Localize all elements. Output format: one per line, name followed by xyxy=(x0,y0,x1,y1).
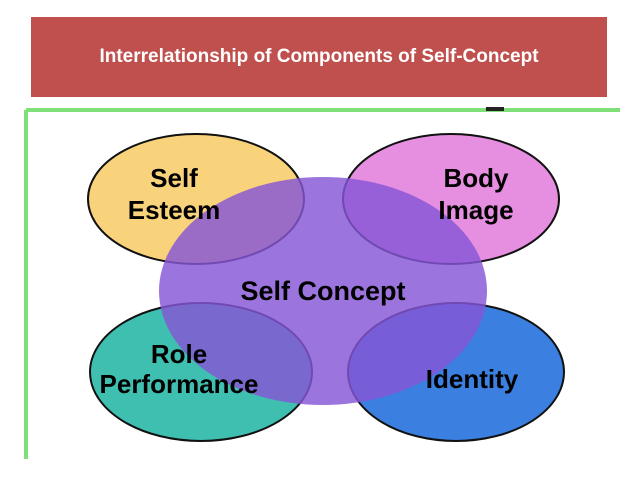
role-performance-label-line-2: Performance xyxy=(100,369,259,399)
slide-title: Interrelationship of Components of Self-… xyxy=(99,46,539,67)
title-banner: Interrelationship of Components of Self-… xyxy=(31,17,607,97)
self-concept-diagram: Self Esteem Body Image Self Concept Role… xyxy=(24,107,620,459)
self-esteem-label-line-1: Self xyxy=(150,163,198,193)
self-esteem-label-line-2: Esteem xyxy=(128,195,221,225)
frame-cropped-mark xyxy=(486,107,504,111)
identity-label: Identity xyxy=(426,364,519,394)
self-concept-circle xyxy=(159,177,487,405)
self-concept-label: Self Concept xyxy=(240,276,405,306)
role-performance-label-line-1: Role xyxy=(151,339,207,369)
body-image-label-line-1: Body xyxy=(444,163,510,193)
diagram-image: Self Esteem Body Image Self Concept Role… xyxy=(24,107,620,459)
body-image-label-line-2: Image xyxy=(438,195,513,225)
